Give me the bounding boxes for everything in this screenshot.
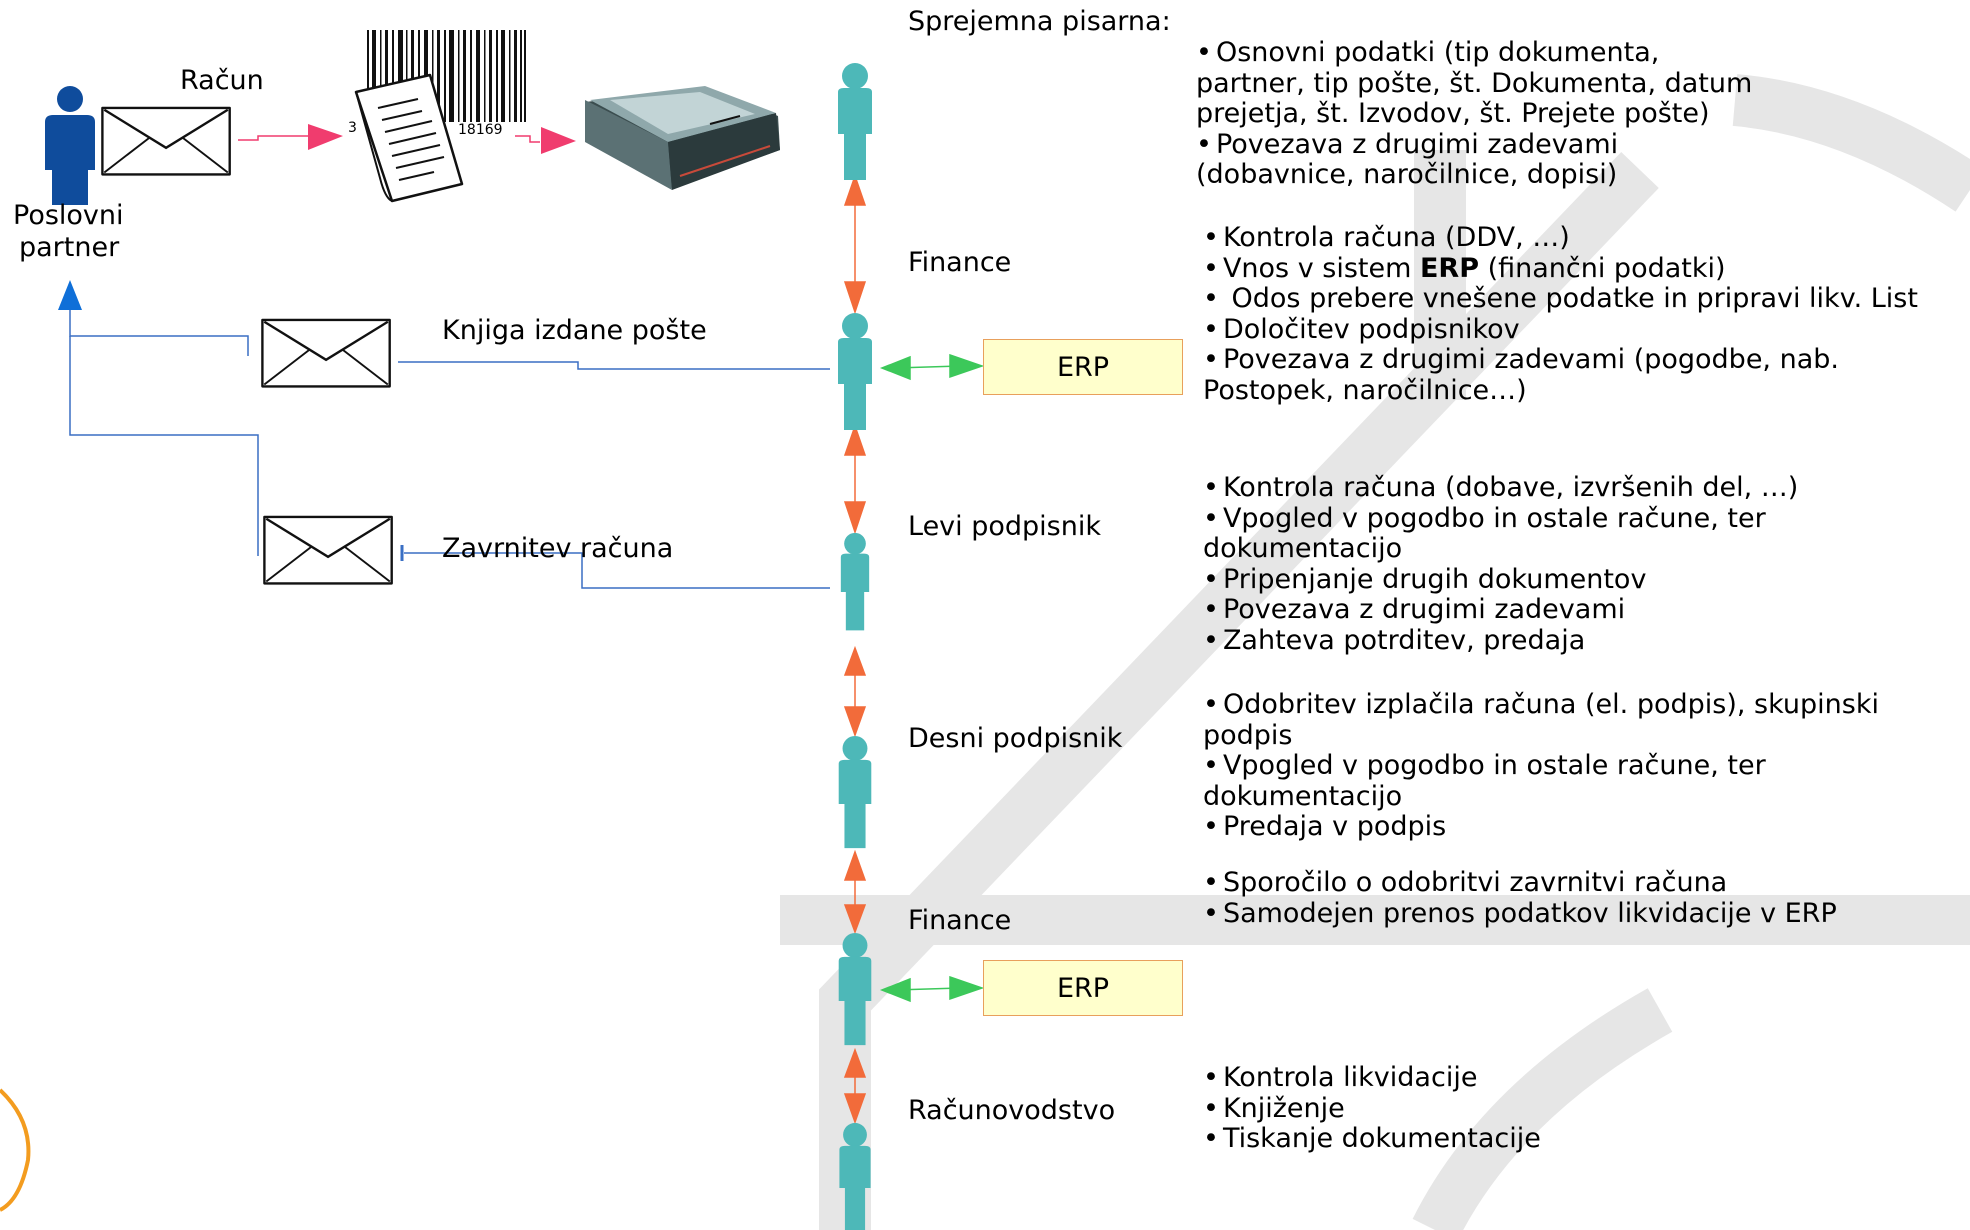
barcode-digits-right: 18169 <box>458 122 503 138</box>
line-knjiga <box>398 361 830 370</box>
return-line-knjiga <box>69 300 249 356</box>
desc-racunovodstvo: •Kontrola likvidacije •Knjiženje •Tiskan… <box>1203 1062 1541 1155</box>
desc-item: •Kontrola računa (dobave, izvršenih del,… <box>1203 472 1799 503</box>
desc-item: •Sporočilo o odobritvi zavrnitvi računa <box>1203 867 1728 898</box>
desc-item: •Tiskanje dokumentacije <box>1203 1123 1541 1154</box>
desc-item: •Vnos v sistem ERP (finančni podatki) <box>1203 252 1726 284</box>
erp-box-2: ERP <box>983 960 1183 1016</box>
desc-item: •Vpogled v pogodbo in ostale račune, ter <box>1203 502 1766 534</box>
erp-box-1: ERP <box>983 339 1183 395</box>
desc-item: •Povezava z drugimi zadevami (pogodbe, n… <box>1203 344 1839 375</box>
desc-item: (dobavnice, naročilnice, dopisi) <box>1196 159 1618 190</box>
desc-item: • Odos prebere vnešene podatke in pripra… <box>1203 283 1918 314</box>
desc-desni: •Odobritev izplačila računa (el. podpis)… <box>1203 689 1879 843</box>
barcode-document-icon <box>354 30 526 203</box>
desc-finance-2: •Sporočilo o odobritvi zavrnitvi računa … <box>1203 867 1837 929</box>
person-sprejemna-icon <box>838 63 872 180</box>
envelope-knjiga-icon <box>261 318 391 390</box>
partner-label-line1: Poslovni <box>13 200 124 231</box>
desc-item: dokumentacijo <box>1203 533 1403 564</box>
desc-item: •Knjiženje <box>1203 1092 1345 1124</box>
partner-label-line2: partner <box>19 232 120 263</box>
person-finance-icon <box>838 313 872 430</box>
desc-item: •Osnovni podatki (tip dokumenta, <box>1196 37 1660 68</box>
role-racunovodstvo: Računovodstvo <box>908 1095 1116 1126</box>
desc-item: dokumentacijo <box>1203 780 1403 812</box>
desc-item: •Povezava z drugimi zadevami <box>1196 128 1619 160</box>
role-levi-podpisnik: Levi podpisnik <box>908 511 1101 542</box>
return-line-zavrnitev <box>69 336 259 556</box>
desc-item: partner, tip pošte, št. Dokumenta, datum <box>1196 67 1753 99</box>
logo-circle-fragment <box>0 1088 31 1212</box>
desc-item: •Pripenjanje drugih dokumentov <box>1203 563 1647 595</box>
role-finance-2: Finance <box>908 905 1012 936</box>
knjiga-label: Knjiga izdane pošte <box>442 315 707 346</box>
person-desni-icon <box>838 735 872 849</box>
person-levi-icon <box>840 532 870 631</box>
desc-item: •Predaja v podpis <box>1203 811 1447 842</box>
racun-label: Račun <box>180 65 264 96</box>
flow-arrow-racun <box>238 135 332 141</box>
envelope-zavrnitev-icon <box>263 515 393 587</box>
desc-item: •Povezava z drugimi zadevami <box>1203 594 1626 625</box>
desc-item: •Kontrola likvidacije <box>1203 1062 1478 1093</box>
erp-arrows <box>879 353 985 1003</box>
role-desni-podpisnik: Desni podpisnik <box>908 723 1123 754</box>
desc-item: •Zahteva potrditev, predaja <box>1203 624 1586 656</box>
desc-levi: •Kontrola računa (dobave, izvršenih del,… <box>1203 472 1799 656</box>
desc-item: •Odobritev izplačila računa (el. podpis)… <box>1203 689 1879 720</box>
desc-item: •Samodejen prenos podatkov likvidacije v… <box>1203 897 1837 929</box>
return-arrow-partner <box>58 280 82 310</box>
role-sprejemna: Sprejemna pisarna: <box>908 6 1171 37</box>
desc-item: podpis <box>1203 719 1293 751</box>
desc-finance: •Kontrola računa (DDV, …) •Vnos v sistem… <box>1203 222 1918 406</box>
zavrnitev-label: Zavrnitev računa <box>442 533 674 564</box>
desc-item: •Vpogled v pogodbo in ostale račune, ter <box>1203 750 1766 781</box>
desc-item: •Kontrola računa (DDV, …) <box>1203 222 1570 253</box>
barcode-digit-left: 3 <box>348 120 357 136</box>
envelope-racun-icon <box>101 106 231 178</box>
scanner-icon <box>585 86 780 190</box>
desc-item: •Določitev podpisnikov <box>1203 313 1520 345</box>
partner-person-icon <box>45 86 95 205</box>
vertical-flow-arrows <box>843 173 867 1125</box>
desc-sprejemna: •Osnovni podatki (tip dokumenta, partner… <box>1196 37 1753 191</box>
line-zavrnitev <box>404 552 830 589</box>
role-finance: Finance <box>908 247 1012 278</box>
desc-item: Postopek, naročilnice…) <box>1203 374 1527 406</box>
desc-item: prejetja, št. Izvodov, št. Prejete pošte… <box>1196 98 1710 129</box>
flow-arrow-scan <box>515 135 540 143</box>
